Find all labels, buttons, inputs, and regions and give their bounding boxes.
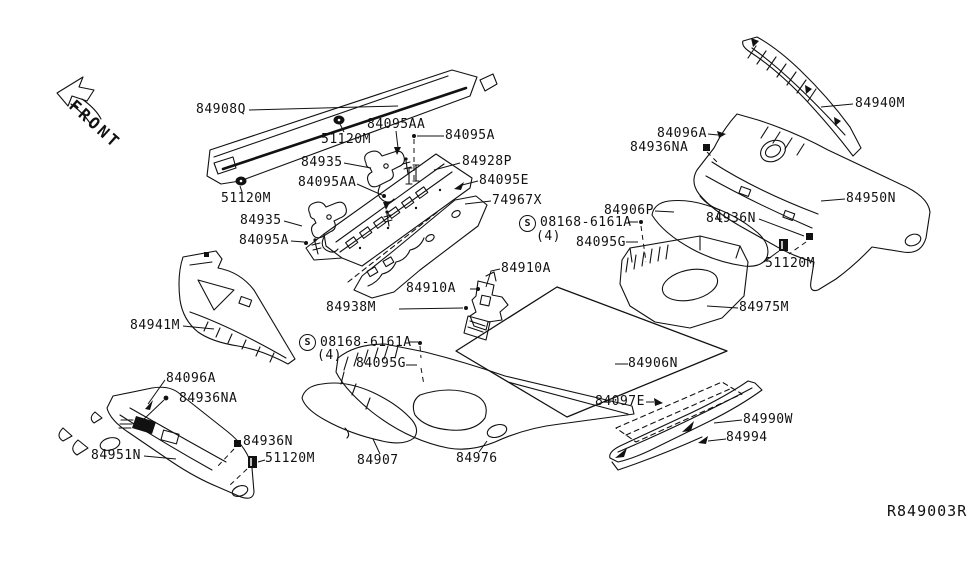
part-label-84928P: 84928P [462, 154, 512, 169]
box-center-art [619, 235, 749, 329]
part-label-84935-top: 84935 [301, 155, 343, 170]
insulator-art [347, 195, 488, 299]
part-label-08168-left: 08168-6161A [320, 335, 412, 350]
screw-icon [402, 157, 412, 175]
fastener-glyphs [248, 157, 788, 468]
part-label-84095E: 84095E [479, 173, 529, 188]
finisher-lower-lh-art [58, 386, 255, 499]
part-label-51120M-left: 51120M [221, 191, 271, 206]
part-label-84095AA-mid: 84095AA [298, 175, 357, 190]
clip-icon [248, 456, 257, 468]
floor-board-art [455, 286, 728, 418]
part-label-84994: 84994 [726, 430, 768, 445]
finisher-upper-lh-art [178, 250, 296, 365]
finisher-lower-rh-art [693, 113, 931, 292]
screw-symbol-right: S [519, 215, 536, 232]
box-side-lh-art [301, 382, 418, 444]
diagram-ref-code: R849003R [887, 502, 968, 520]
part-label-84910A-left: 84910A [406, 281, 456, 296]
part-label-84906P: 84906P [604, 203, 654, 218]
qty-label-left: (4) [317, 348, 342, 363]
part-label-51120M-right: 51120M [765, 256, 815, 271]
part-label-84907: 84907 [357, 453, 399, 468]
part-label-84976: 84976 [456, 451, 498, 466]
part-label-84095A-top: 84095A [445, 128, 495, 143]
part-label-84097E: 84097E [595, 394, 645, 409]
screw-symbol-left: S [299, 334, 316, 351]
qty-label-right: (4) [536, 229, 561, 244]
box-side-rh-art [335, 343, 635, 450]
part-label-84975M: 84975M [739, 300, 789, 315]
part-label-84950N: 84950N [846, 191, 896, 206]
hinge-bracket-art [463, 271, 509, 341]
part-label-84938M: 84938M [326, 300, 376, 315]
part-label-84096A-left: 84096A [166, 371, 216, 386]
finisher-upper-rh-art [742, 36, 862, 157]
part-label-84906N: 84906N [628, 356, 678, 371]
part-label-84095AA-top: 84095AA [367, 117, 426, 132]
part-label-84936NA-left: 84936NA [179, 391, 238, 406]
part-label-84910A-right: 84910A [501, 261, 551, 276]
part-label-84935-lower: 84935 [240, 213, 282, 228]
part-label-51120M-bottom: 51120M [265, 451, 315, 466]
part-label-84951N: 84951N [91, 448, 141, 463]
part-label-84936N-right: 84936N [706, 211, 756, 226]
leader-lines [142, 103, 854, 487]
part-label-51120M-top: 51120M [321, 132, 371, 147]
part-label-84941M: 84941M [130, 318, 180, 333]
part-label-84908Q: 84908Q [196, 102, 246, 117]
clip-icon [779, 239, 788, 251]
front-arrow-icon [56, 76, 102, 128]
part-label-74967X: 74967X [492, 193, 542, 208]
part-label-84095A-lower: 84095A [239, 233, 289, 248]
part-label-84096A-tr: 84096A [657, 126, 707, 141]
sill-panel-art [206, 69, 498, 186]
part-label-84095G-left: 84095G [356, 356, 406, 371]
part-label-84940M: 84940M [855, 96, 905, 111]
screw-icon [383, 210, 393, 227]
part-label-08168-right: 08168-6161A [540, 215, 632, 230]
part-label-84936NA-tr: 84936NA [630, 140, 689, 155]
part-label-84095G-right: 84095G [576, 235, 626, 250]
carpet-rear-art [615, 381, 743, 443]
part-label-84990W: 84990W [743, 412, 793, 427]
part-label-84936N-bottom: 84936N [243, 434, 293, 449]
mat-rear-art [651, 199, 769, 267]
screw-icon [311, 238, 322, 255]
